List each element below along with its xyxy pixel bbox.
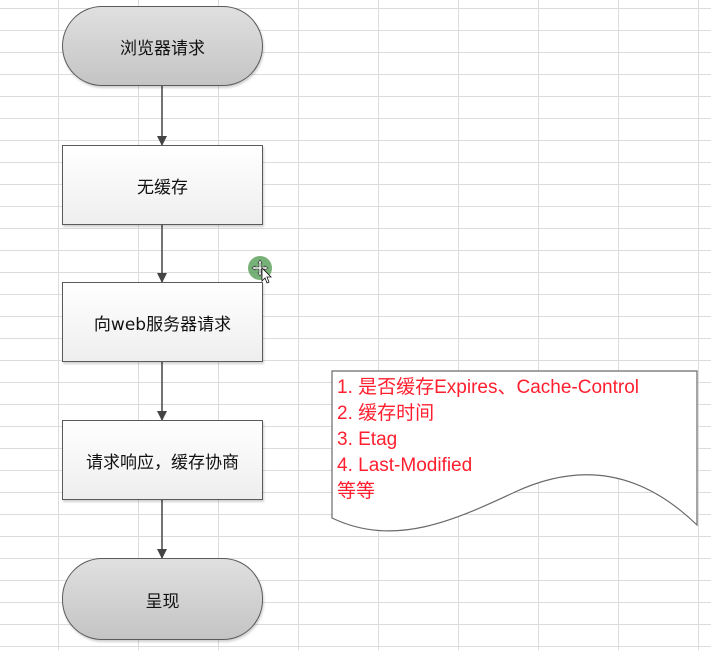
node-browser-request[interactable]: 浏览器请求 — [62, 6, 263, 86]
note-line-2: 2. 缓存时间 — [337, 403, 435, 424]
node-request-web-server-label: 向web服务器请求 — [93, 314, 232, 335]
node-response-negotiate[interactable]: 请求响应，缓存协商 — [62, 420, 263, 500]
move-cursor-icon — [248, 256, 272, 284]
node-no-cache[interactable]: 无缓存 — [62, 145, 263, 225]
node-no-cache-label: 无缓存 — [137, 177, 188, 198]
note-line-5: 等等 — [337, 481, 376, 502]
node-response-negotiate-label: 请求响应，缓存协商 — [86, 452, 239, 473]
node-browser-request-label: 浏览器请求 — [120, 38, 205, 59]
note-line-1: 1. 是否缓存Expires、Cache-Control — [337, 377, 639, 398]
node-render[interactable]: 呈现 — [62, 558, 263, 640]
note-shape — [331, 370, 698, 532]
note-text: 1. 是否缓存Expires、Cache-Control 2. 缓存时间 3. … — [337, 375, 639, 505]
node-request-web-server[interactable]: 向web服务器请求 — [62, 282, 263, 362]
note-line-4: 4. Last-Modified — [337, 455, 473, 476]
note-line-3: 3. Etag — [337, 429, 398, 450]
node-render-label: 呈现 — [145, 591, 180, 612]
